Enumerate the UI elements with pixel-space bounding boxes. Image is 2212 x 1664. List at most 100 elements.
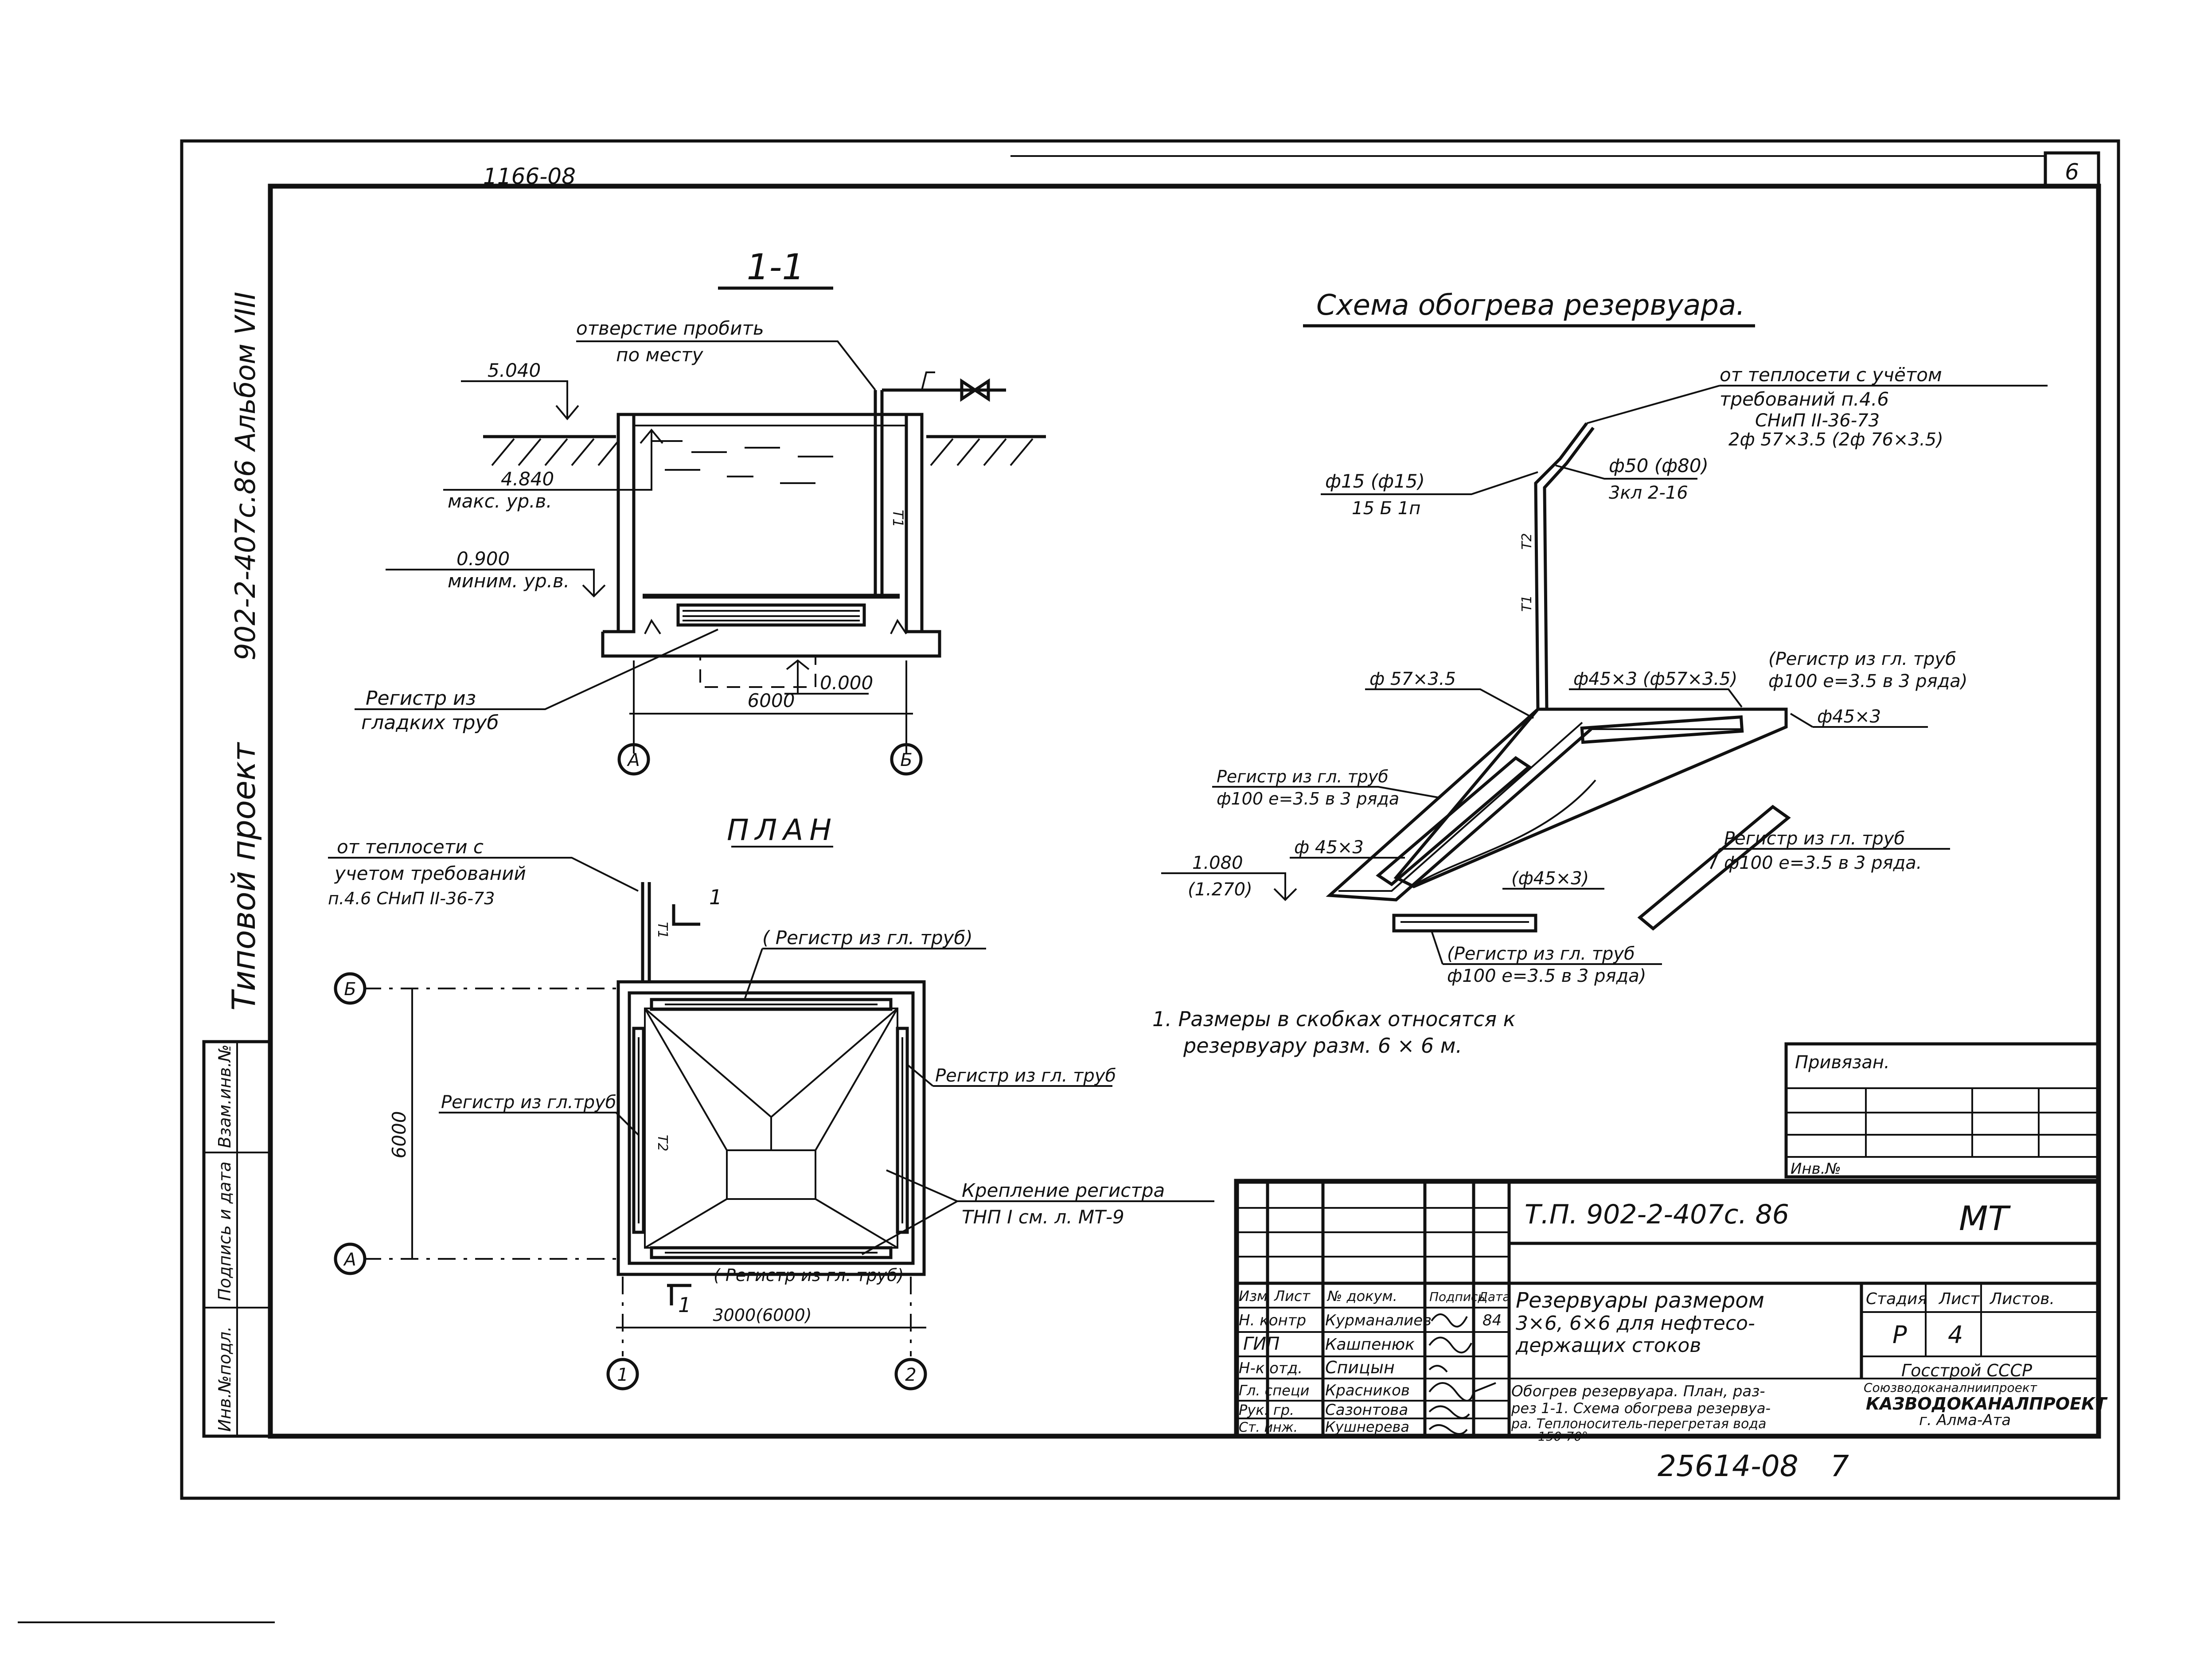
tb-name-2: Кашпенюк [1325,1336,1415,1354]
valve-ф15: ф15 (ф15) 15 Б 1п [1321,470,1538,519]
tb-header-date: Дата [1477,1289,1510,1304]
axis-b-section: Б [900,750,912,770]
plan-dim-vertical: 6000 [388,1111,410,1159]
level-zero: 0.000 [820,672,873,694]
fastening-note-2: ТНП I см. л. МТ-9 [962,1206,1124,1228]
tb-sheet-mark: МТ [1959,1199,2011,1238]
plan-register-top: ( Регистр из гл. труб) [762,927,973,949]
notes: 1. Размеры в скобках относятся к резерву… [1152,1007,1516,1058]
scheme-d45-right: ф45×3 [1817,707,1881,727]
tank-section: Т1 [601,371,1006,688]
scheme-reg-right-1: Регистр из гл. труб [1724,828,1905,849]
width-dimension: 6000 [629,660,913,754]
plan-horizontal-dimension: 3000(6000) [616,1277,926,1356]
tb-org-2: Союзводоканалниипроект [1864,1380,2037,1395]
plan-supply-note-1: от теплосети с [337,836,484,858]
tb-header-list: Лист [1274,1288,1311,1305]
scheme-supply-1: от теплосети с учётом [1720,364,1942,386]
plan-vertical-dimension: 6000 [363,988,618,1260]
level-marks-section: 5.040 4.840 макс. ур.в. 0.900 миним. ур.… [386,359,873,695]
tb-sheets-header: Листов. [1989,1290,2055,1308]
scheme-level-1: 1.080 [1192,853,1243,873]
plan-supply-note-2: учетом требований [334,863,526,884]
scheme-d15: ф15 (ф15) [1325,470,1425,492]
tb-project-code: Т.П. 902-2-407с. 86 [1525,1199,1789,1230]
binding-block: Привязан. Инв.№ [1784,1042,2100,1179]
valve-ф50: ф50 (ф80) 3кл 2-16 [1555,455,1709,503]
stamp-sign-date: Подпись и дата [215,1161,234,1301]
scheme-d45-bottom: (ф45×3) [1511,868,1589,889]
stamp-replace-inv: Взам.инв.№ [215,1044,234,1148]
ground-lines [483,435,1046,466]
plan-register-left: Регистр из гл.труб [441,1092,616,1113]
scheme-supply-3: СНиП II-36-73 [1755,410,1880,431]
tb-org-3: КАЗВОДОКАНАЛПРОЕКТ [1866,1394,2108,1414]
sheet-corner-number: 6 [2065,159,2079,185]
tb-role-3: Н-к отд. [1239,1359,1303,1377]
tb-name-1: Курманалиев [1325,1312,1432,1329]
section-1-1: 1-1 Т1 [355,246,1046,776]
scheme-reg-rt-2: ф100 е=3.5 в 3 ряда) [1768,671,1967,691]
tb-stage-value: Р [1892,1321,1907,1349]
level-max: 4.840 [501,468,554,490]
tb-role-2: ГИП [1243,1334,1280,1354]
width-dim: 6000 [748,690,795,711]
section-pipe-t1t2: Т1 [889,510,906,527]
tb-sheet-value: 4 [1948,1321,1963,1349]
scheme-supply-4: 2ф 57×3.5 (2ф 76×3.5) [1728,430,1943,450]
bottom-copy-number: 7 [1830,1449,1849,1483]
scheme-pipes: Т1 Т2 [1326,422,1791,933]
plan-supply-note-3: п.4.6 СНиП II-36-73 [328,889,495,908]
plan-axis-2: 2 [905,1365,916,1385]
section-mark-bottom: 1 [678,1293,691,1317]
tb-sheet-title-2: рез 1-1. Схема обогрева резервуа- [1511,1400,1771,1417]
tb-sheet-header: Лист [1938,1290,1980,1308]
scheme-d45-left: ф 45×3 [1294,837,1364,858]
register-label-2: гладких труб [361,711,499,734]
scheme-d57: ф 57×3.5 [1369,669,1456,689]
level-min: 0.900 [456,548,510,570]
bottom-registration: 25614-08 [1658,1449,1798,1483]
tb-sheet-title-1: Обогрев резервуара. План, раз- [1511,1383,1765,1400]
scheme-title: Схема обогрева резервуара. [1316,289,1745,322]
tb-name-4: Красников [1325,1382,1410,1399]
plan-axis-a: А [343,1250,356,1270]
tb-role-4: Гл. специ [1239,1382,1309,1399]
tb-sheet-title-4: 150-70° [1538,1429,1588,1444]
plan-dim-horizontal: 3000(6000) [713,1305,811,1325]
tb-name-5: Сазонтова [1325,1401,1408,1419]
binding-inv: Инв.№ [1791,1160,1841,1178]
level-min-label: миним. ур.в. [448,570,570,592]
scheme-valve50: 3кл 2-16 [1609,483,1688,503]
tb-header-doc: № докум. [1326,1288,1397,1305]
signatures [1428,1313,1496,1435]
stamp-inv-no: Инв.№подл. [215,1326,234,1432]
binding-title: Привязан. [1795,1052,1890,1073]
tb-header-izm: Изм [1239,1288,1268,1305]
scheme-reg-right-2: ф100 е=3.5 в 3 ряда. [1724,853,1922,873]
plan-view: ПЛАН от теплосети с учетом требований п.… [328,813,1214,1391]
tb-header-sign: Подпись [1429,1289,1485,1304]
plan-pipe-t2: Т2 [655,1135,670,1151]
axis-a-section: А [626,750,640,770]
tb-role-5: Рук. гр. [1239,1402,1294,1418]
scheme-valve15: 15 Б 1п [1352,498,1420,519]
tb-stage-header: Стадия [1866,1290,1927,1308]
album-code: 1166-08 [483,164,576,189]
scheme-reg-left-2: ф100 е=3.5 в 3 ряда [1217,789,1399,809]
tb-name-3: Спицын [1325,1358,1395,1377]
scheme-reg-bottom-2: ф100 е=3.5 в 3 ряда) [1447,966,1646,986]
tb-role-1: Н. контр [1239,1312,1306,1329]
sheet-frame: 6 1166-08 902-2-407с.86 Альбом VIII Типо… [180,139,2120,1500]
tb-org-4: г. Алма-Ата [1919,1411,2011,1429]
register-label-1: Регистр из [366,687,476,710]
tb-object-title-3: держащих стоков [1515,1334,1701,1357]
scheme-d50: ф50 (ф80) [1609,455,1709,477]
title-block: Изм Лист № докум. Подпись Дата Н. контр … [1234,1179,2108,1444]
tb-sheet-title-3: ра. Теплоноситель-перегретая вода [1511,1416,1766,1432]
fastening-note-1: Крепление регистра [962,1180,1165,1201]
scheme-level-2: (1.270) [1188,879,1252,900]
plan-register-right: Регистр из гл. труб [935,1066,1116,1086]
tb-object-title-2: 3×6, 6×6 для нефтесо- [1516,1312,1755,1335]
section-1-1-title: 1-1 [747,246,805,288]
